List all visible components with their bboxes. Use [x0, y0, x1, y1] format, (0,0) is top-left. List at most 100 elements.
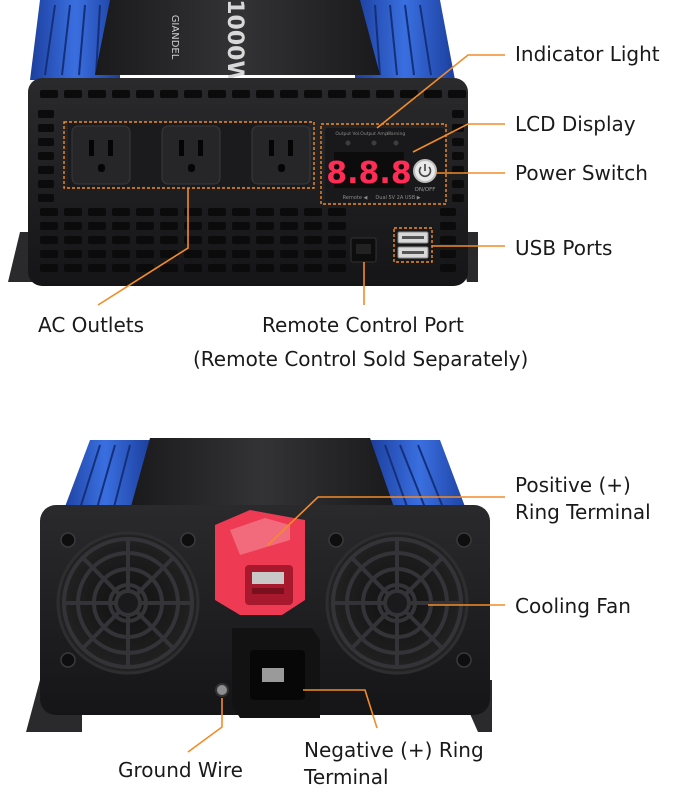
vent-slot: [160, 236, 178, 244]
vent-slot: [256, 208, 274, 216]
vent-slot: [232, 264, 250, 272]
vent-slot: [160, 264, 178, 272]
vent-slot: [208, 208, 226, 216]
lcd-digits: 8.8.8: [326, 156, 411, 191]
rear-screws: [60, 532, 472, 668]
usb-ports-highlight: [393, 227, 433, 263]
vent-slot: [440, 250, 456, 258]
vent-slot: [38, 110, 54, 118]
front-model-mark: 1000W: [222, 0, 247, 85]
vent-slot: [160, 222, 178, 230]
vent-slot: [328, 208, 346, 216]
vent-slot: [64, 236, 82, 244]
vent-slot: [452, 166, 464, 174]
vent-slot: [184, 250, 202, 258]
vent-slot: [256, 236, 274, 244]
rear-view: [26, 438, 505, 753]
power-symbol-icon: [418, 166, 432, 178]
label-ac-outlets: AC Outlets: [38, 313, 145, 337]
negative-terminal: [232, 628, 320, 718]
vent-slot: [136, 222, 154, 230]
vent-slot: [304, 236, 322, 244]
vent-slot: [256, 90, 274, 98]
rear-housing-fins: [77, 444, 447, 516]
vent-slot: [38, 194, 54, 202]
vent-slot: [304, 208, 322, 216]
control-panel-highlight: [320, 123, 447, 205]
vent-slot: [280, 264, 298, 272]
label-lcd-display: LCD Display: [515, 112, 636, 136]
vent-slot: [38, 138, 54, 146]
label-positive-terminal: Positive (+) Ring Terminal: [515, 473, 651, 524]
vent-slot: [452, 138, 464, 146]
vent-slot: [304, 264, 322, 272]
vent-slot: [208, 222, 226, 230]
vent-slot: [112, 208, 130, 216]
vent-slot: [136, 250, 154, 258]
vent-slot: [184, 264, 202, 272]
vent-slot: [88, 222, 106, 230]
vent-slot: [232, 222, 250, 230]
vent-slot: [328, 250, 346, 258]
bottom-caption-right: Dual 5V 2A USB ▶: [375, 195, 420, 201]
vent-slot: [64, 208, 82, 216]
vent-slot: [160, 250, 178, 258]
vent-slot: [328, 222, 346, 230]
vent-slot: [136, 264, 154, 272]
label-cooling-fan: Cooling Fan: [515, 594, 631, 618]
leader-indicator-light: [376, 54, 505, 129]
fan-hub: [383, 589, 411, 617]
lcd-indicator-label-3: Warning: [387, 131, 406, 137]
vent-slot: [304, 222, 322, 230]
vent-slot: [280, 222, 298, 230]
vent-slot: [280, 90, 298, 98]
vent-slot: [280, 250, 298, 258]
vent-slot: [64, 222, 82, 230]
vent-slot: [136, 208, 154, 216]
rear-right-housing: [370, 440, 470, 520]
vent-slot: [184, 236, 202, 244]
vent-slot: [328, 236, 346, 244]
vent-slot: [452, 110, 464, 118]
vent-slot: [448, 90, 466, 98]
vent-slot: [40, 90, 58, 98]
vent-slot: [452, 180, 464, 188]
ground-wire-post: [215, 683, 229, 697]
vent-slot: [40, 250, 58, 258]
vent-slot: [40, 222, 58, 230]
ac-outlets-highlight: [63, 121, 315, 189]
label-indicator-light: Indicator Light: [515, 42, 660, 66]
left-cooling-fan: [56, 531, 200, 675]
label-remote-port-line2: (Remote Control Sold Separately): [193, 347, 529, 371]
leader-lcd-display: [412, 123, 505, 153]
vent-slot: [184, 208, 202, 216]
vent-slot: [232, 90, 250, 98]
leader-ground-wire: [187, 698, 223, 753]
vent-slot: [280, 208, 298, 216]
vent-slot: [112, 90, 130, 98]
vent-slot: [184, 90, 202, 98]
leader-negative-terminal: [303, 689, 378, 729]
vent-slot: [64, 250, 82, 258]
vent-slot: [112, 264, 130, 272]
front-vent-slots: [38, 90, 466, 272]
vent-slot: [452, 152, 464, 160]
vent-slot: [208, 264, 226, 272]
front-brand-mark: GIANDEL: [169, 15, 180, 60]
vent-slot: [40, 208, 58, 216]
vent-slot: [112, 222, 130, 230]
indicator-light-1: [345, 140, 351, 146]
vent-slot: [184, 222, 202, 230]
front-top-cover: [95, 0, 380, 75]
label-remote-port-line1: Remote Control Port: [262, 313, 464, 337]
switch-caption: ON/OFF: [415, 187, 436, 193]
vent-slot: [232, 250, 250, 258]
vent-slot: [232, 236, 250, 244]
vent-slot: [208, 250, 226, 258]
ac-outlet-3: [251, 125, 311, 185]
rear-top-cover: [130, 438, 395, 510]
vent-slot: [280, 236, 298, 244]
vent-slot: [38, 180, 54, 188]
vent-slot: [38, 124, 54, 132]
label-power-switch: Power Switch: [515, 161, 648, 185]
